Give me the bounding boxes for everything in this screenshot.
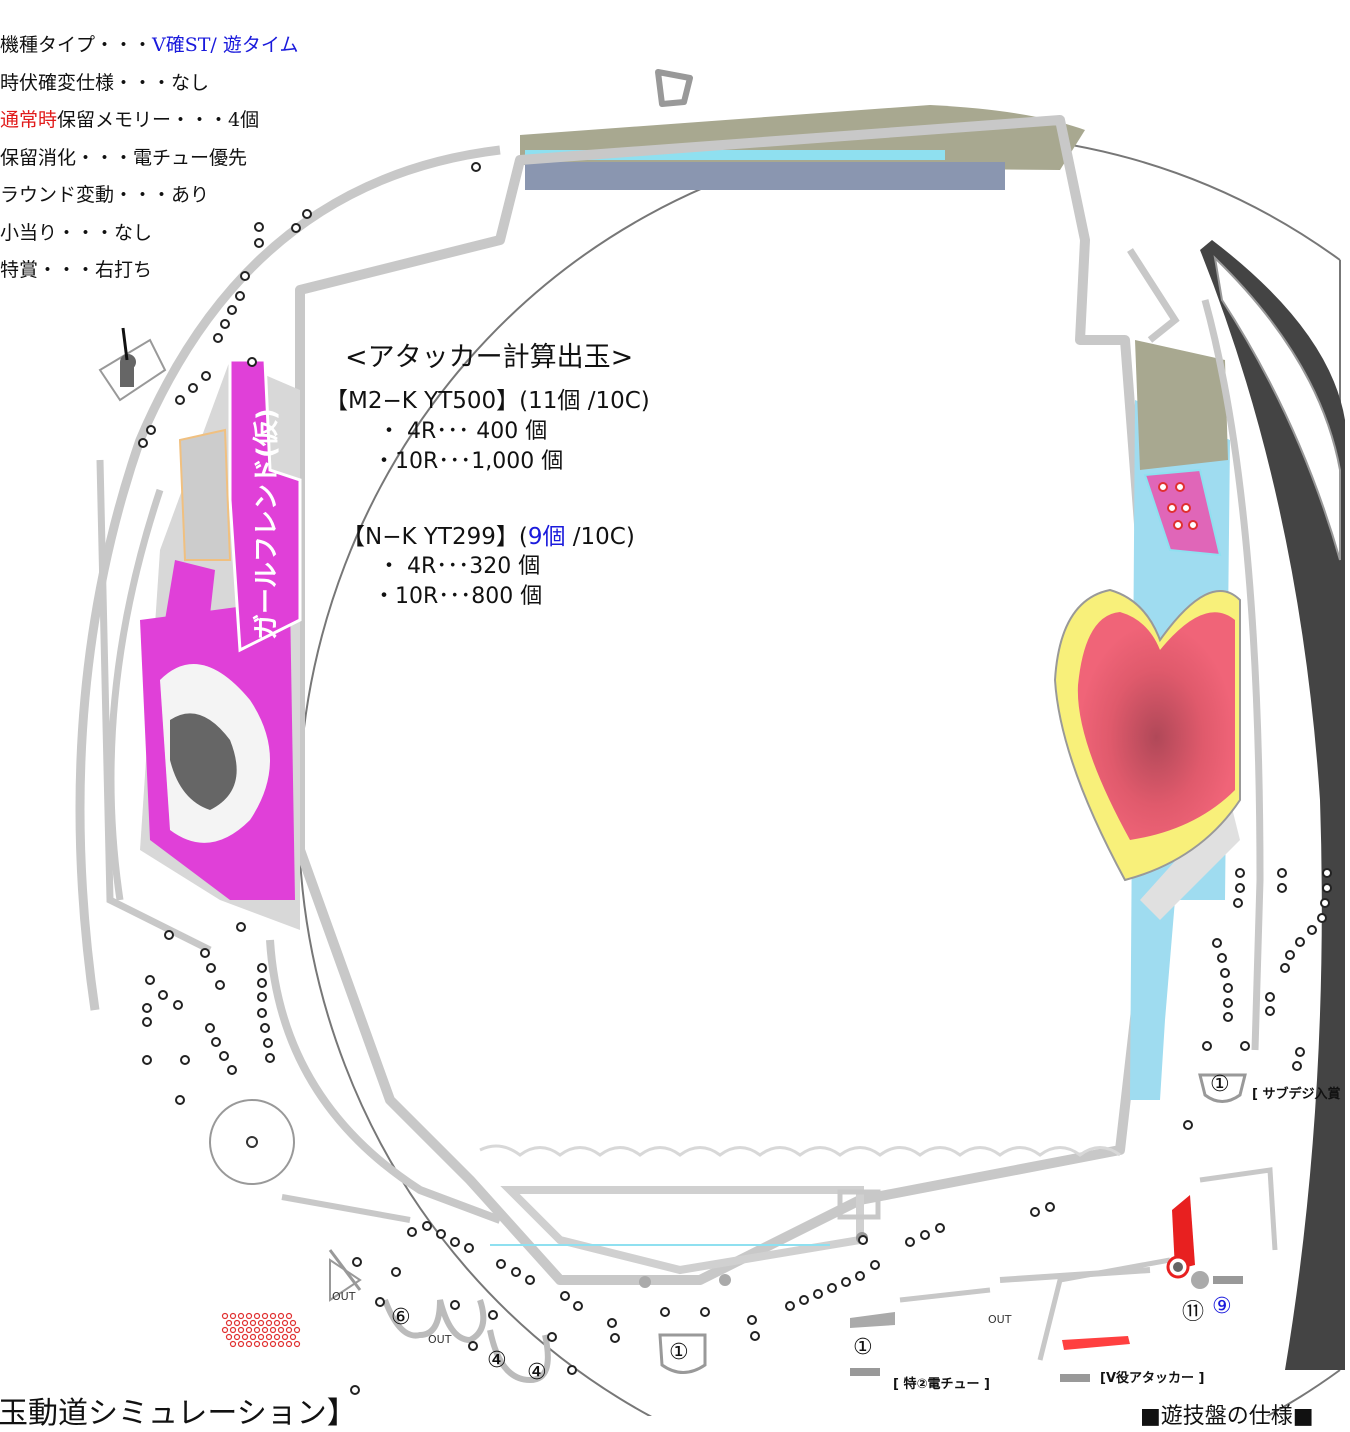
v-attacker-bar xyxy=(1062,1336,1130,1350)
out-label-3: OUT xyxy=(988,1313,1012,1326)
label-toku2: [ 特②電チュー ] xyxy=(893,1377,990,1392)
pocket-sub-digit xyxy=(1198,1073,1247,1103)
pocket-sub-digit-number: ① xyxy=(1210,1072,1230,1097)
board-spec-title: ■遊技盤の仕様■ xyxy=(1140,1404,1314,1429)
label-v-attacker: [V役アタッカー ] xyxy=(1100,1371,1205,1386)
calc-block2-row2: ・10R･･･800 個 xyxy=(373,584,543,609)
calc-block1-header: 【M2−K YT500】(11個 /10C) xyxy=(325,388,650,414)
pocket-four-b-number: ④ xyxy=(527,1360,547,1385)
spec-small-hit: 小当り・・・なし xyxy=(0,222,153,244)
spec-kakuhen: 時伏確変仕様・・・なし xyxy=(0,72,210,94)
out-label-2: OUT xyxy=(428,1333,452,1346)
spec-hold-memory: 通常時保留メモリー・・・4個 xyxy=(0,109,260,131)
spec-round-variation: ラウンド変動・・・あり xyxy=(0,184,210,206)
pocket-bottom-center xyxy=(658,1333,707,1374)
calc-block1-row1: ・ 4R･･･ 400 個 xyxy=(378,419,548,444)
right-dark-band xyxy=(1200,240,1345,1370)
pocket-center-number: ① xyxy=(669,1340,689,1365)
simulation-title: 玉動道シミュレーション】 xyxy=(0,1396,357,1431)
out-label-1: OUT xyxy=(332,1290,356,1303)
spec-hold-digest: 保留消化・・・電チュー優先 xyxy=(0,147,248,169)
red-pin-cluster xyxy=(221,1312,301,1348)
stage-frame xyxy=(295,115,1165,1285)
pocket-nine-number: ⑨ xyxy=(1212,1294,1232,1319)
label-sub-digit: [ サブデジ入賞 xyxy=(1252,1087,1341,1102)
nail-pins xyxy=(138,162,1332,1395)
launcher xyxy=(98,338,167,402)
spec-jackpot: 特賞・・・右打ち xyxy=(0,259,153,281)
warp-entry xyxy=(655,69,693,107)
spec-machine-type: 機種タイプ・・・V確ST/ 遊タイム xyxy=(0,34,299,56)
top-cyan-strip xyxy=(525,150,945,160)
windmill xyxy=(209,1099,295,1185)
logo-text: ガールフレンド(仮) xyxy=(252,408,282,640)
calc-title: <アタッカー計算出玉> xyxy=(345,342,634,373)
pocket-four-a-number: ④ xyxy=(487,1348,507,1373)
pocket-toku2-number: ① xyxy=(853,1335,873,1360)
calc-block2-header: 【N−K YT299】(9個 /10C) xyxy=(342,524,635,550)
calc-block2-row1: ・ 4R･･･320 個 xyxy=(378,554,541,579)
logo-art: ガールフレンド(仮) xyxy=(140,358,302,930)
pocket-eleven-number: ⑪ xyxy=(1182,1300,1205,1325)
pocket-six-number: ⑥ xyxy=(391,1305,411,1330)
v-attacker-flap xyxy=(1172,1195,1195,1270)
calc-block1-row2: ・10R･･･1,000 個 xyxy=(373,449,564,474)
